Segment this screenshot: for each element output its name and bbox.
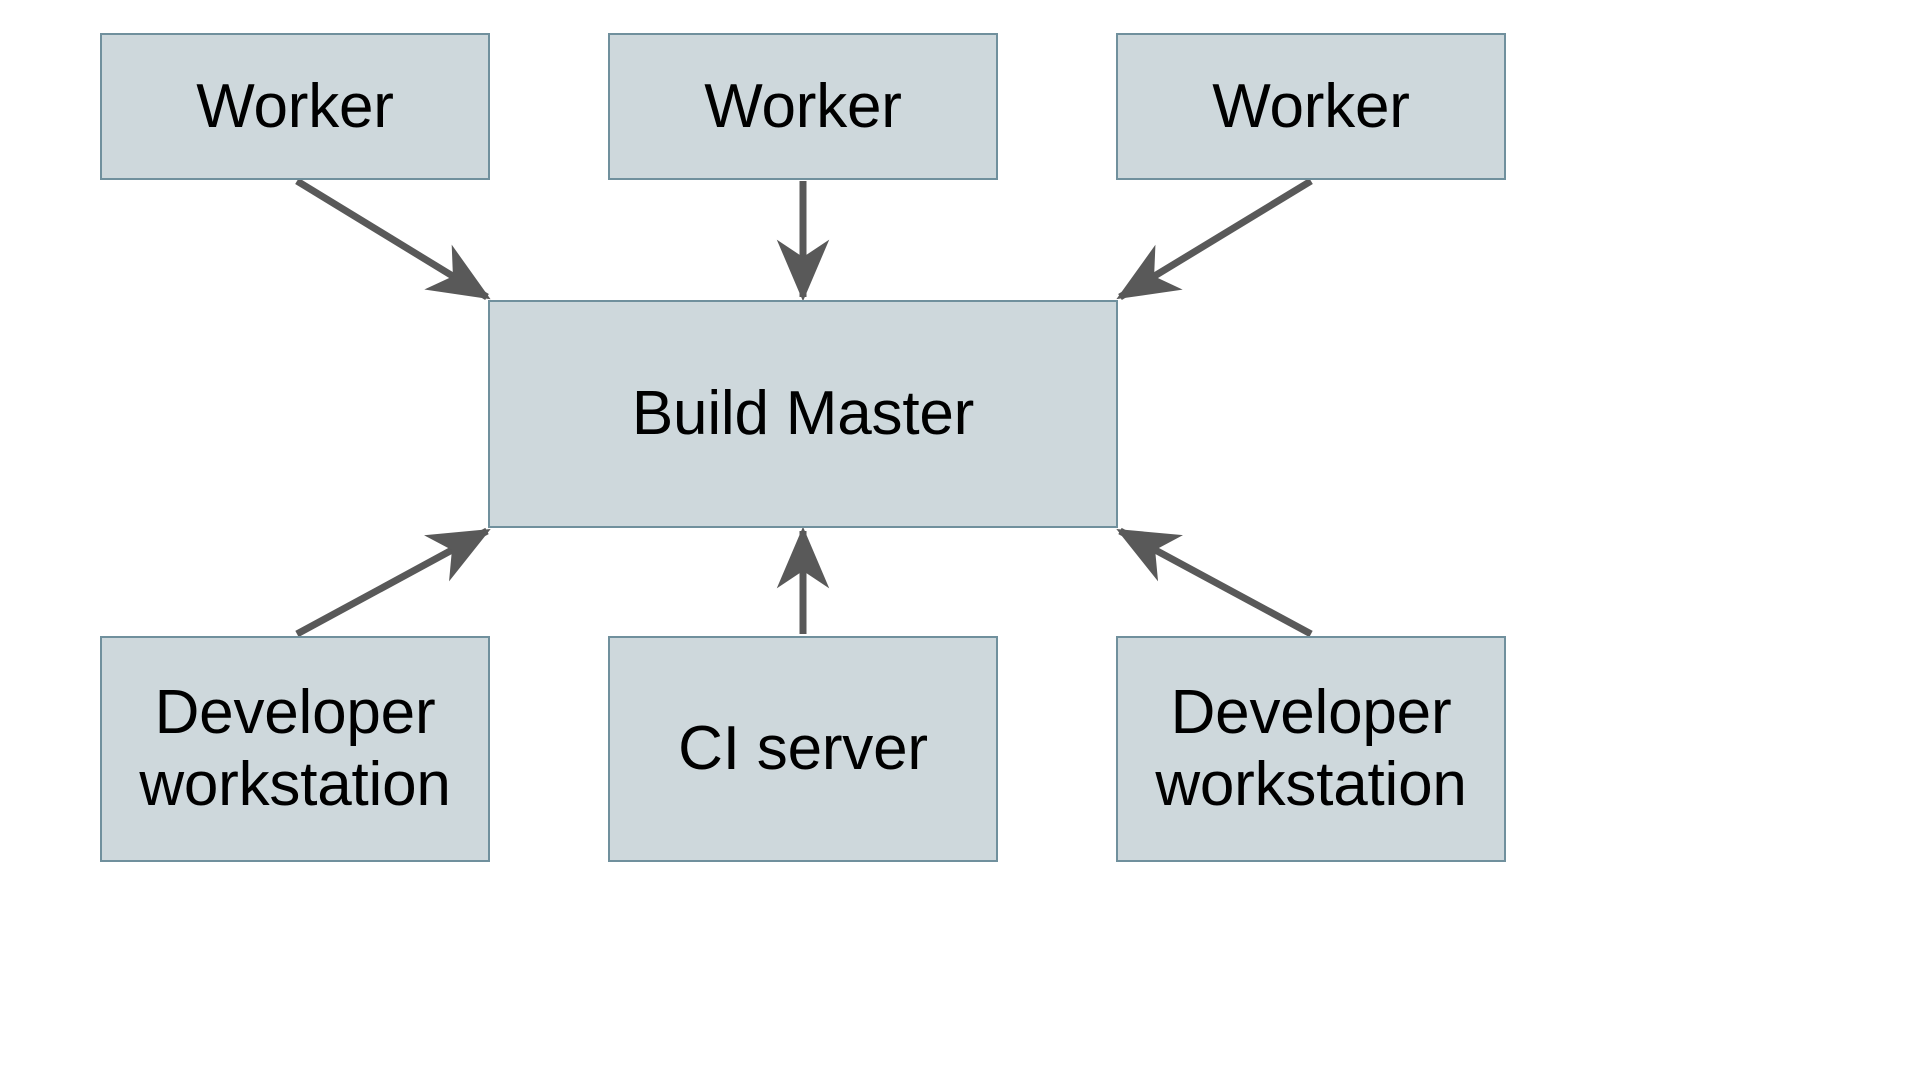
edge-dev2-to-master	[1116, 527, 1313, 638]
node-worker-3[interactable]: Worker	[1116, 33, 1506, 180]
node-worker-1[interactable]: Worker	[100, 33, 490, 180]
node-build-master-label: Build Master	[631, 379, 975, 449]
node-developer-workstation-2[interactable]: Developer workstation	[1116, 636, 1506, 862]
node-ci-server[interactable]: CI server	[608, 636, 998, 862]
node-worker-3-label: Worker	[1212, 71, 1410, 141]
edge-dev1-to-master	[295, 527, 491, 638]
edge-worker1-to-master	[295, 178, 491, 300]
node-worker-2[interactable]: Worker	[608, 33, 998, 180]
node-ci-server-label: CI server	[678, 714, 928, 784]
node-worker-2-label: Worker	[704, 71, 902, 141]
node-developer-workstation-1-label: Developer workstation	[139, 678, 451, 819]
node-build-master[interactable]: Build Master	[488, 300, 1118, 528]
node-worker-1-label: Worker	[196, 71, 394, 141]
edge-worker3-to-master	[1116, 178, 1313, 300]
node-developer-workstation-1[interactable]: Developer workstation	[100, 636, 490, 862]
node-developer-workstation-2-label: Developer workstation	[1155, 678, 1467, 819]
